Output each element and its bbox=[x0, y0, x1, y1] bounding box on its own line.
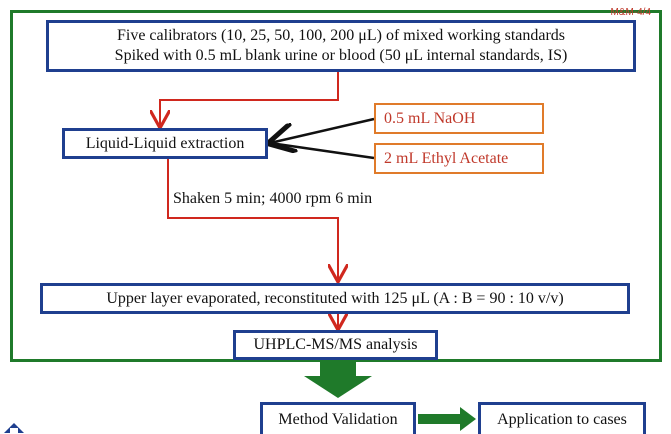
naoh-box: 0.5 mL NaOH bbox=[374, 103, 544, 134]
application-box: Application to cases bbox=[478, 402, 646, 434]
green-right-arrow bbox=[418, 407, 476, 431]
ethyl-acetate-box: 2 mL Ethyl Acetate bbox=[374, 143, 544, 174]
arrow-naoh-to-extraction bbox=[270, 117, 375, 143]
evaporation-box: Upper layer evaporated, reconstituted wi… bbox=[40, 283, 630, 314]
validation-label: Method Validation bbox=[278, 410, 398, 428]
arrow-ethyl-acetate-to-extraction bbox=[269, 141, 375, 160]
green-down-arrow bbox=[304, 362, 372, 398]
arrow-extraction-to-evaporation bbox=[167, 159, 338, 280]
calibrators-line-2: Spiked with 0.5 mL blank urine or blood … bbox=[114, 47, 568, 64]
analysis-box: UHPLC-MS/MS analysis bbox=[233, 330, 438, 360]
application-label: Application to cases bbox=[497, 410, 627, 428]
naoh-label: 0.5 mL NaOH bbox=[384, 109, 476, 127]
extraction-label: Liquid-Liquid extraction bbox=[85, 134, 245, 152]
shaking-note: Shaken 5 min; 4000 rpm 6 min bbox=[173, 190, 373, 207]
calibrators-box: Five calibrators (10, 25, 50, 100, 200 μ… bbox=[46, 20, 636, 72]
panel-frame: M&M-4/4 bbox=[10, 7, 662, 362]
calibrators-line-1: Five calibrators (10, 25, 50, 100, 200 μ… bbox=[116, 27, 566, 44]
arrow-calibrators-to-extraction bbox=[160, 72, 339, 126]
corner-label: M&M-4/4 bbox=[610, 7, 651, 18]
ethyl-acetate-label: 2 mL Ethyl Acetate bbox=[384, 149, 509, 167]
evaporation-label: Upper layer evaporated, reconstituted wi… bbox=[106, 289, 564, 307]
institution-logo-icon bbox=[4, 423, 24, 433]
validation-box: Method Validation bbox=[260, 402, 416, 434]
extraction-box: Liquid-Liquid extraction bbox=[62, 128, 268, 159]
analysis-label: UHPLC-MS/MS analysis bbox=[253, 336, 418, 353]
